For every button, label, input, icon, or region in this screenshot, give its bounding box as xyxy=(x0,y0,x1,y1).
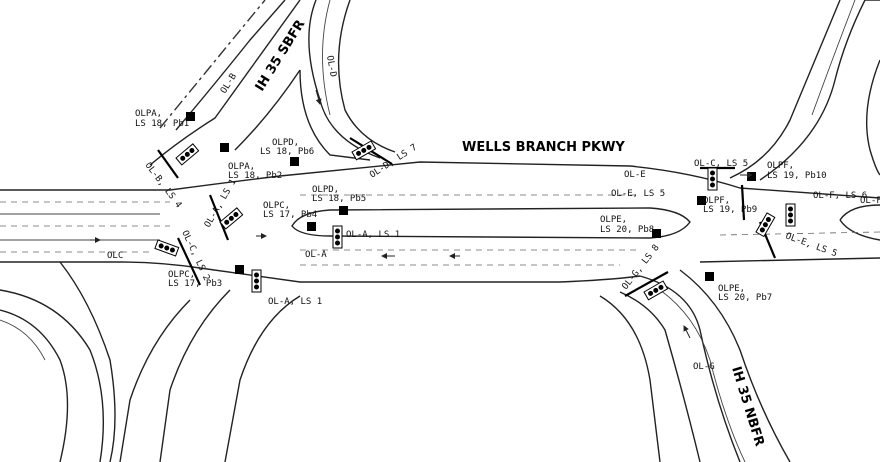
signal-label-olf-ls6: OL-F, LS 6 xyxy=(813,191,867,201)
ped-label-olpe-pb8-ls: LS 20, Pb8 xyxy=(600,225,654,235)
signal-label-ole-ls5-right: OL-E, LS 5 xyxy=(784,231,838,259)
ped-label-olpc-pb3: OLPC, xyxy=(168,270,195,280)
street-name-main: WELLS BRANCH PKWY xyxy=(462,140,625,155)
lower-left-ramps xyxy=(0,261,231,462)
median-island xyxy=(291,207,691,239)
approach-ola: OL-A xyxy=(305,250,327,260)
signal-label-olg-ls8: OL-G, LS 8 xyxy=(620,243,661,292)
south-curb xyxy=(224,295,301,462)
signal-head xyxy=(755,212,776,238)
approach-olg: OL-G xyxy=(693,362,715,372)
ped-label-olpa-pb1-ls: LS 18, Pb1 xyxy=(135,119,189,129)
ped-label-olpe-pb8: OLPE, xyxy=(600,215,627,225)
ped-label-olpd-pb6-ls: LS 18, Pb6 xyxy=(260,147,314,157)
signal-head xyxy=(175,143,200,166)
signal-head xyxy=(251,269,262,293)
upper-right-ramps xyxy=(729,0,880,181)
main-road xyxy=(0,161,741,283)
ped-label-olpd-pb6: OLPD, xyxy=(272,138,299,148)
signal-head xyxy=(351,140,377,161)
signal-label-olc-ls5: OL-C, LS 5 xyxy=(694,159,748,169)
right-road xyxy=(699,187,880,263)
signal-label-ola-ls1-bottom: OL-A, LS 1 xyxy=(268,297,322,307)
signal-heads xyxy=(154,140,796,301)
lane-arrows xyxy=(90,89,753,339)
ped-label-olpc-pb4-ls: LS 17, Pb4 xyxy=(263,210,317,220)
signal-head xyxy=(332,225,343,249)
ped-label-olpc-pb3-ls: LS 17, Pb3 xyxy=(168,279,222,289)
ped-label-olpc-pb4: OLPC, xyxy=(263,201,290,211)
ped-label-olpd-pb5: OLPD, xyxy=(312,185,339,195)
ped-label-olpf-pb9: OLPF, xyxy=(703,196,730,206)
signal-head xyxy=(643,280,669,301)
signal-label-olb-ls4: OL-B, LS 4 xyxy=(143,161,184,210)
signal-label-ola-ls1-island: OL-A, LS 1 xyxy=(346,230,400,240)
signal-label-ole-ls5: OL-E, LS 5 xyxy=(611,189,665,199)
signal-head xyxy=(707,167,718,191)
ped-label-olpa-pb1: OLPA, xyxy=(135,109,162,119)
signal-label-olf-edge: OL-F xyxy=(860,196,880,206)
signal-head xyxy=(154,239,180,257)
sbfr-road xyxy=(149,0,396,166)
ped-label-olpf-pb10-ls: LS 19, Pb10 xyxy=(767,171,827,181)
signal-head xyxy=(785,203,796,227)
approach-ole: OL-E xyxy=(624,170,646,180)
nbfr-road xyxy=(619,269,791,462)
ped-label-olpf-pb9-ls: LS 19, Pb9 xyxy=(703,205,757,215)
approach-old: OL-D xyxy=(324,55,338,78)
ped-label-olpe-pb7-ls: LS 20, Pb7 xyxy=(718,293,772,303)
south-curb-2 xyxy=(599,295,661,462)
signal-head xyxy=(219,207,244,230)
ped-label-olpe-pb7: OLPE, xyxy=(718,284,745,294)
ped-label-olpd-pb5-ls: LS 18, Pb5 xyxy=(312,194,366,204)
ped-label-olpa-pb2: OLPA, xyxy=(228,162,255,172)
ped-label-olpa-pb2-ls: LS 18, Pb2 xyxy=(228,171,282,181)
approach-olc: OLC xyxy=(107,251,123,261)
ped-label-olpf-pb10: OLPF, xyxy=(767,161,794,171)
